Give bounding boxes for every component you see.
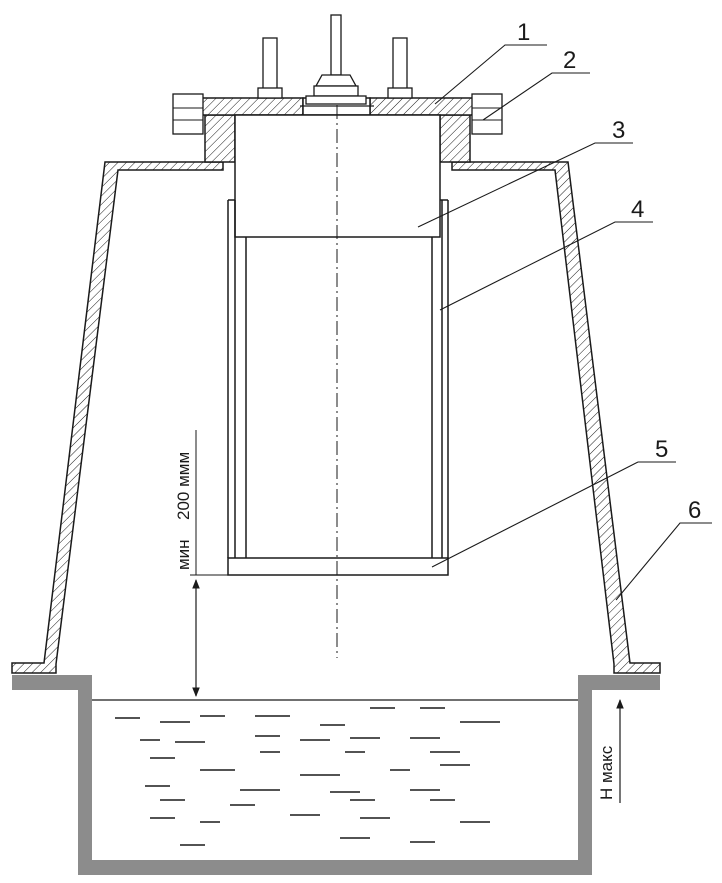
conical-housing <box>11 161 661 674</box>
dimension-prefix: мин <box>174 539 193 570</box>
callout-3: 3 <box>612 117 625 144</box>
liquid <box>92 699 578 846</box>
leader-4 <box>439 221 653 311</box>
sensor-tube <box>227 199 449 558</box>
leader-3 <box>417 142 633 228</box>
leader-lines <box>417 44 712 601</box>
cable-gland <box>300 14 374 107</box>
h-max-dimension: H макс <box>597 699 624 803</box>
callout-5: 5 <box>655 436 668 463</box>
callout-4: 4 <box>631 196 644 223</box>
leader-2 <box>482 72 590 121</box>
h-max-label: H макс <box>597 745 616 800</box>
dimension-value: 200 ммм <box>174 452 193 520</box>
callout-1: 1 <box>517 19 530 46</box>
leader-6 <box>615 522 712 601</box>
callout-6: 6 <box>688 497 701 524</box>
callout-2: 2 <box>563 47 576 74</box>
bolt-heads <box>172 93 503 135</box>
leader-1 <box>434 44 547 105</box>
callout-labels: 1 2 3 4 5 6 <box>517 19 701 524</box>
min-distance-dimension: мин 200 ммм <box>174 430 228 697</box>
cover-studs <box>257 37 413 99</box>
leader-5 <box>431 461 676 568</box>
bottom-plate <box>227 557 449 576</box>
